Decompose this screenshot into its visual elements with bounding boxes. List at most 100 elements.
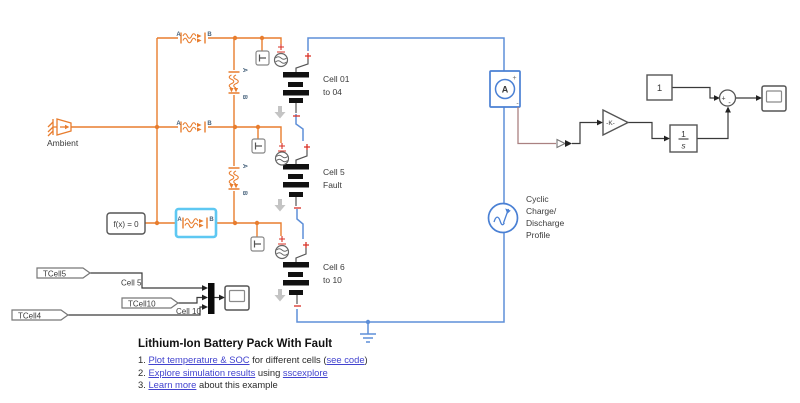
scope-block-bottom[interactable] <box>224 285 250 311</box>
battery-plate <box>283 280 309 286</box>
thermal-row2-wire[interactable] <box>71 126 282 143</box>
thermal-junction-dot <box>255 124 261 130</box>
link-sscexplore[interactable]: sscexplore <box>282 366 328 378</box>
wire-tcell4-to-mux[interactable] <box>68 306 202 316</box>
constant-body <box>646 74 673 101</box>
heat-transfer-mask <box>226 70 242 95</box>
current-sensor-block[interactable]: A + - <box>489 70 521 108</box>
temperature-sensor-1[interactable] <box>255 50 270 66</box>
port-a-label: A <box>241 164 247 169</box>
wire-profile-to-ground-run[interactable] <box>296 232 505 323</box>
from-tag-body <box>36 267 92 279</box>
mux-block[interactable] <box>208 283 215 314</box>
battery1-label-line2: to 04 <box>323 87 342 97</box>
scope-screen <box>765 90 783 103</box>
link-explore-simulation-results[interactable]: Explore simulation results <box>148 366 256 378</box>
scope-screen <box>228 289 246 303</box>
wire-gain-to-integrator[interactable] <box>628 121 664 140</box>
wire-label-cell10: Cell 10 <box>176 307 201 316</box>
from-tag-body <box>11 309 70 321</box>
source-circle-icon <box>487 202 519 234</box>
temperature-sensor-2[interactable] <box>251 138 266 154</box>
battery-block-cell-01-04[interactable] <box>273 44 312 119</box>
current-direction-arrow <box>274 106 286 119</box>
thermal-mass-waves <box>276 248 288 256</box>
constant-block[interactable]: 1 <box>646 74 673 101</box>
link-plot-temperature-soc[interactable]: Plot temperature & SOC <box>148 354 250 365</box>
constant-value: 1 <box>657 83 662 94</box>
sum-plus-sign: + <box>721 96 725 103</box>
battery-plate <box>283 182 309 188</box>
wire-tcell5-to-mux[interactable] <box>90 272 202 289</box>
heat-transfer-arrow <box>229 184 234 189</box>
battery-block-cell-5-fault[interactable] <box>274 143 311 212</box>
thermal-junction-dot <box>259 35 265 41</box>
link-learn-more[interactable]: Learn more <box>148 379 197 391</box>
wire-tcell10-to-mux[interactable] <box>178 296 202 304</box>
scope-block-top[interactable] <box>761 85 787 112</box>
from-tag-tcell4[interactable]: TCell4 <box>11 309 70 321</box>
heat-transfer-block-vertical-2[interactable]: A B <box>226 164 247 196</box>
ambient-hatch-icon <box>47 119 57 137</box>
ps-simulink-converter[interactable] <box>556 138 572 149</box>
port-b-label: B <box>209 217 214 223</box>
from-tag-tcell5[interactable]: TCell5 <box>36 267 92 279</box>
integrator-numerator: 1 <box>681 129 686 139</box>
link-see-code[interactable]: see code <box>326 354 365 365</box>
gain-label: -K- <box>606 120 615 127</box>
wire-battery2-to-battery3[interactable] <box>296 209 304 239</box>
ground-bars-icon <box>360 333 376 343</box>
heat-transfer-ports <box>182 217 208 229</box>
item-text: ) <box>364 354 368 365</box>
heat-transfer-arrow <box>197 122 202 128</box>
heat-transfer-block-vertical-1[interactable]: A B <box>226 68 247 100</box>
sum-block[interactable]: + - <box>718 89 737 107</box>
heat-transfer-wave-icon <box>182 33 197 44</box>
solver-configuration-block[interactable]: f(x) = 0 <box>106 212 146 235</box>
item-number: 1. <box>138 354 146 365</box>
thermal-junction-dot <box>254 220 260 226</box>
heat-transfer-block-row1[interactable]: A B <box>176 30 212 46</box>
heat-transfer-wave-icon <box>184 218 199 229</box>
port-b-label: B <box>241 191 247 196</box>
electrical-ground[interactable] <box>360 322 376 343</box>
ambient-label: Ambient <box>47 138 79 148</box>
battery-block-cell-6-10[interactable] <box>274 236 310 307</box>
battery-plate <box>283 72 309 78</box>
current-direction-arrow <box>274 289 286 302</box>
battery3-label-line1: Cell 6 <box>323 262 345 272</box>
ambient-body-icon <box>56 118 72 136</box>
wire-battery1-to-sensor[interactable] <box>307 37 505 71</box>
annotation-item-1: 1. Plot temperature & SOC for different … <box>138 354 438 365</box>
port-b-label: B <box>241 95 247 100</box>
heat-transfer-block-fault-selected[interactable]: A B <box>174 207 218 239</box>
temperature-sensor-3[interactable] <box>250 236 265 252</box>
heat-transfer-arrow <box>197 38 202 43</box>
wire-battery1-to-battery2[interactable] <box>295 114 304 141</box>
heat-transfer-block-row2[interactable]: A B <box>176 119 212 135</box>
ps-signal-wire[interactable] <box>517 107 556 145</box>
wire-converter-to-gain[interactable] <box>572 121 597 145</box>
thermal-sensor-stubs[interactable] <box>256 38 263 237</box>
from-tag-label: TCell5 <box>43 270 67 279</box>
wire-integrator-to-sum[interactable] <box>697 112 729 140</box>
thermal-junction-dot <box>232 220 238 226</box>
from-tag-tcell10[interactable]: TCell10 <box>121 297 180 309</box>
battery-plate <box>289 192 303 197</box>
heat-transfer-arrow <box>199 223 204 228</box>
solver-label: f(x) = 0 <box>113 220 139 229</box>
thermal-mass-waves <box>275 56 287 64</box>
ambient-temperature-source[interactable] <box>47 118 72 137</box>
battery-plate <box>289 98 303 103</box>
from-tag-label: TCell4 <box>18 312 42 321</box>
wire-constant-to-sum[interactable] <box>672 86 714 99</box>
gain-block[interactable]: -K- <box>602 108 630 137</box>
source-wave-icon <box>493 216 505 226</box>
heat-transfer-arrow <box>197 127 202 132</box>
heat-transfer-ports <box>180 32 206 44</box>
cyclic-charge-discharge-source[interactable] <box>487 202 519 234</box>
integrator-block[interactable]: 1 s <box>669 124 698 153</box>
from-tag-label: TCell10 <box>128 300 156 309</box>
battery-plate <box>289 290 303 295</box>
thermal-port-marker <box>278 236 286 248</box>
